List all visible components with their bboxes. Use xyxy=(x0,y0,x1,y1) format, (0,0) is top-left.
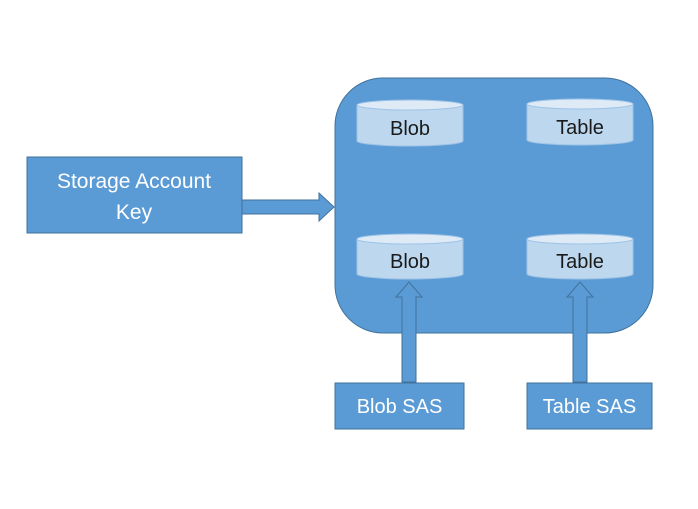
blob-bottom-cylinder: Blob xyxy=(356,233,464,280)
table-sas-label: Table SAS xyxy=(543,396,636,418)
key-to-account-arrow xyxy=(241,191,335,223)
blob-sas-label: Blob SAS xyxy=(357,396,443,418)
blob-sas-arrow xyxy=(394,281,424,383)
storage-account-key-label-line1: Storage Account xyxy=(57,170,211,193)
table-top-label: Table xyxy=(556,117,604,139)
table-sas-box: Table SAS xyxy=(526,382,653,430)
table-bottom-label: Table xyxy=(556,251,604,273)
storage-account-key-box: Storage Account Key xyxy=(26,156,243,234)
table-top-cylinder: Table xyxy=(526,98,634,146)
table-bottom-cylinder: Table xyxy=(526,233,634,280)
table-sas-arrow xyxy=(565,281,595,383)
blob-bottom-label: Blob xyxy=(390,251,430,273)
blob-sas-box: Blob SAS xyxy=(334,382,465,430)
storage-account-key-label-line2: Key xyxy=(116,201,153,224)
blob-top-label: Blob xyxy=(390,118,430,140)
blob-top-cylinder: Blob xyxy=(356,99,464,147)
